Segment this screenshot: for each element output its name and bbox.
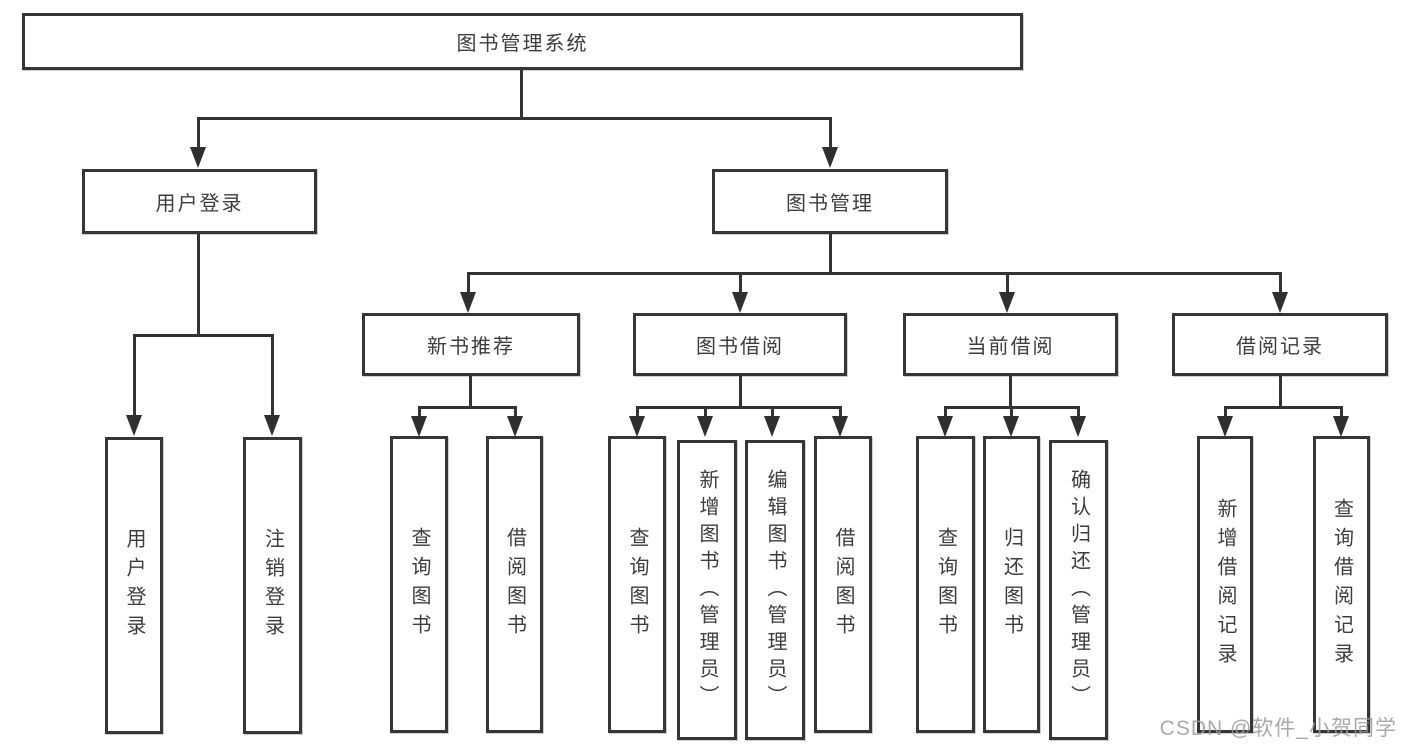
- node-new-book-recommend-label: 新书推荐: [427, 336, 515, 358]
- node-query-books-borrow-label: 查询图书: [626, 526, 648, 643]
- node-add-borrow-record: 新增借阅记录: [1197, 436, 1253, 733]
- node-query-books-current-label: 查询图书: [934, 526, 957, 643]
- node-user-login-leaf-label: 用户登录: [123, 527, 145, 644]
- arrowhead-icon: [126, 415, 142, 436]
- connector-arrow-shaft: [197, 119, 200, 148]
- connector-arrow-shaft: [467, 274, 470, 293]
- connector-arrow-shaft: [1077, 408, 1080, 418]
- node-new-book-recommend: 新书推荐: [362, 313, 580, 376]
- connector-arrow-shaft: [1010, 408, 1013, 418]
- connector-arrow-shaft: [133, 336, 136, 416]
- connector-stub: [469, 376, 472, 408]
- node-user-login-leaf: 用户登录: [105, 437, 163, 734]
- node-edit-book-admin-label: 编辑图书（管理员）: [764, 468, 786, 712]
- node-return-book-label: 归还图书: [1000, 526, 1023, 643]
- connector-arrow-shaft: [1224, 408, 1227, 418]
- node-confirm-return-admin-label: 确认归还（管理员）: [1067, 468, 1090, 712]
- node-query-books-current: 查询图书: [916, 436, 975, 733]
- arrowhead-icon: [732, 292, 748, 313]
- arrowhead-icon: [1003, 416, 1019, 437]
- connector-arrow-shaft: [636, 408, 639, 418]
- node-current-borrowing-label: 当前借阅: [966, 336, 1055, 358]
- connector-arrow-shaft: [944, 408, 947, 418]
- connector-mgmt-stub: [829, 234, 832, 274]
- arrowhead-icon: [1217, 416, 1233, 437]
- connector-arrow-shaft: [418, 408, 421, 418]
- connector-arrow-shaft: [271, 336, 274, 416]
- connector-arrow-shaft: [839, 408, 842, 418]
- node-add-borrow-record-label: 新增借阅记录: [1214, 497, 1236, 672]
- node-borrow-books-leaf-label: 借阅图书: [832, 526, 854, 643]
- connector-login-hline: [133, 334, 274, 337]
- arrowhead-icon: [507, 416, 523, 437]
- node-query-borrow-record: 查询借阅记录: [1313, 436, 1370, 733]
- connector-arrow-shaft: [1340, 408, 1343, 418]
- arrowhead-icon: [460, 292, 476, 313]
- connector-level2-hline: [467, 272, 1282, 275]
- arrowhead-icon: [832, 416, 848, 437]
- node-query-borrow-record-label: 查询借阅记录: [1330, 497, 1353, 672]
- connector-stub: [1279, 376, 1282, 408]
- arrowhead-icon: [629, 416, 645, 437]
- node-root: 图书管理系统: [22, 13, 1023, 70]
- arrowhead-icon: [264, 415, 280, 436]
- node-add-book-admin-label: 新增图书（管理员）: [696, 468, 718, 712]
- arrowhead-icon: [937, 416, 953, 437]
- arrowhead-icon: [1070, 416, 1086, 437]
- connector-level1-hline: [197, 117, 832, 120]
- connector-arrow-shaft: [1006, 274, 1009, 293]
- node-borrow-books-recommend: 借阅图书: [486, 436, 543, 733]
- arrowhead-icon: [764, 416, 780, 437]
- connector-hline: [636, 406, 842, 409]
- node-edit-book-admin: 编辑图书（管理员）: [745, 440, 805, 740]
- node-borrow-books-leaf: 借阅图书: [814, 436, 872, 733]
- connector-arrow-shaft: [829, 119, 832, 148]
- watermark: CSDN @软件_小贺同学: [1159, 717, 1397, 740]
- connector-hline: [418, 406, 517, 409]
- node-query-books-recommend-label: 查询图书: [408, 526, 430, 643]
- connector-root-stub: [520, 70, 523, 120]
- node-borrow-records: 借阅记录: [1172, 313, 1388, 376]
- node-borrow-books-recommend-label: 借阅图书: [503, 526, 526, 643]
- arrowhead-icon: [999, 292, 1015, 313]
- node-borrow-records-label: 借阅记录: [1236, 336, 1324, 358]
- arrowhead-icon: [1333, 416, 1349, 437]
- node-book-borrowing-label: 图书借阅: [696, 336, 784, 358]
- connector-hline: [1224, 406, 1343, 409]
- node-root-label: 图书管理系统: [456, 33, 589, 55]
- connector-arrow-shaft: [1279, 274, 1282, 293]
- arrowhead-icon: [411, 416, 427, 437]
- node-book-borrowing: 图书借阅: [633, 313, 847, 376]
- node-user-login: 用户登录: [82, 169, 317, 234]
- node-add-book-admin: 新增图书（管理员）: [677, 440, 737, 740]
- node-logout-label: 注销登录: [261, 527, 284, 644]
- node-user-login-label: 用户登录: [155, 193, 244, 215]
- node-confirm-return-admin: 确认归还（管理员）: [1049, 440, 1108, 740]
- connector-arrow-shaft: [739, 274, 742, 293]
- connector-arrow-shaft: [514, 408, 517, 418]
- connector-arrow-shaft: [771, 408, 774, 418]
- node-current-borrowing: 当前借阅: [903, 313, 1118, 376]
- connector-hline: [944, 406, 1080, 409]
- node-logout: 注销登录: [243, 437, 302, 734]
- connector-arrow-shaft: [704, 408, 707, 418]
- connector-stub: [1009, 376, 1012, 408]
- node-book-management: 图书管理: [712, 169, 948, 234]
- arrowhead-icon: [822, 147, 838, 168]
- node-book-management-label: 图书管理: [786, 193, 874, 215]
- connector-login-stub: [197, 234, 200, 336]
- node-query-books-recommend: 查询图书: [390, 436, 448, 733]
- node-return-book: 归还图书: [983, 436, 1040, 733]
- arrowhead-icon: [697, 416, 713, 437]
- arrowhead-icon: [190, 147, 206, 168]
- connector-stub: [739, 376, 742, 408]
- arrowhead-icon: [1272, 292, 1288, 313]
- node-query-books-borrow: 查询图书: [608, 436, 666, 733]
